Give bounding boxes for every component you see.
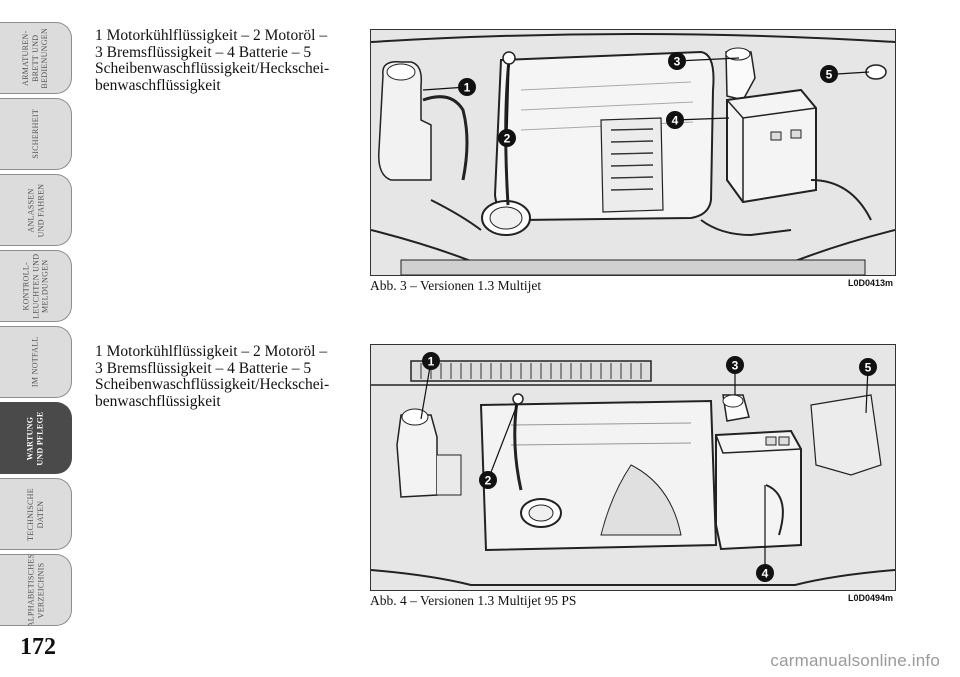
legend-text-2: 1 Motorkühlflüssigkeit – 2 Motoröl – 3 B… <box>95 343 330 410</box>
svg-text:1: 1 <box>464 81 471 95</box>
tab-label: ANLASSEN UND FAHREN <box>26 183 45 237</box>
tab-technische-daten[interactable]: TECHNISCHE DATEN <box>0 478 72 550</box>
marker-1: 1 <box>422 352 440 370</box>
marker-4: 4 <box>666 111 684 129</box>
tab-label: IM NOTFALL <box>30 336 40 388</box>
engine-figure-2: 1 2 3 4 5 <box>370 344 896 591</box>
tab-armaturenbrett[interactable]: ARMATUREN- BRETT UND BEDIENUNGEN <box>0 22 72 94</box>
tab-label: ALPHABETISCHES VERZEICHNIS <box>26 554 45 626</box>
tab-kontrollleuchten[interactable]: KONTROLL- LEUCHTEN UND MELDUNGEN <box>0 250 72 322</box>
watermark: carmanualsonline.info <box>770 651 940 670</box>
tab-label: TECHNISCHE DATEN <box>26 487 45 541</box>
marker-3: 3 <box>668 52 686 70</box>
tab-label: SICHERHEIT <box>30 109 40 159</box>
section-tab-strip: ARMATUREN- BRETT UND BEDIENUNGEN SICHERH… <box>0 0 73 640</box>
svg-text:2: 2 <box>504 132 511 146</box>
marker-2: 2 <box>498 129 516 147</box>
figure-caption-1: Abb. 3 – Versionen 1.3 Multijet <box>370 278 542 293</box>
tab-wartung-active[interactable]: WARTUNG UND PFLEGE <box>0 402 72 474</box>
svg-text:3: 3 <box>732 359 739 373</box>
svg-text:4: 4 <box>762 567 769 581</box>
svg-text:4: 4 <box>672 114 679 128</box>
engine-drawing-1: 1 2 3 4 5 <box>371 30 895 275</box>
tab-sicherheit[interactable]: SICHERHEIT <box>0 98 72 170</box>
tab-label: ARMATUREN- BRETT UND BEDIENUNGEN <box>21 27 50 89</box>
tab-anlassen[interactable]: ANLASSEN UND FAHREN <box>0 174 72 246</box>
engine-figure-1: 1 2 3 4 5 <box>370 29 896 276</box>
tab-label: WARTUNG UND PFLEGE <box>26 410 45 466</box>
figure-code-1: L0D0413m <box>848 278 894 288</box>
marker-3: 3 <box>726 356 744 374</box>
legend-text-1: 1 Motorkühlflüssigkeit – 2 Motoröl – 3 B… <box>95 27 330 94</box>
marker-5: 5 <box>820 65 838 83</box>
marker-5: 5 <box>859 358 877 376</box>
svg-text:1: 1 <box>428 355 435 369</box>
svg-text:5: 5 <box>826 68 833 82</box>
tab-alphabetisches-verzeichnis[interactable]: ALPHABETISCHES VERZEICHNIS <box>0 554 72 626</box>
engine-drawing-2: 1 2 3 4 5 <box>371 345 895 590</box>
figure-code-2: L0D0494m <box>848 593 894 603</box>
tab-label: KONTROLL- LEUCHTEN UND MELDUNGEN <box>21 253 50 319</box>
svg-text:3: 3 <box>674 55 681 69</box>
tab-im-notfall[interactable]: IM NOTFALL <box>0 326 72 398</box>
page-number: 172 <box>20 634 56 660</box>
marker-2: 2 <box>479 471 497 489</box>
figure-caption-2: Abb. 4 – Versionen 1.3 Multijet 95 PS <box>370 593 577 608</box>
svg-text:2: 2 <box>485 474 492 488</box>
svg-text:5: 5 <box>865 361 872 375</box>
marker-4: 4 <box>756 564 774 582</box>
marker-1: 1 <box>458 78 476 96</box>
